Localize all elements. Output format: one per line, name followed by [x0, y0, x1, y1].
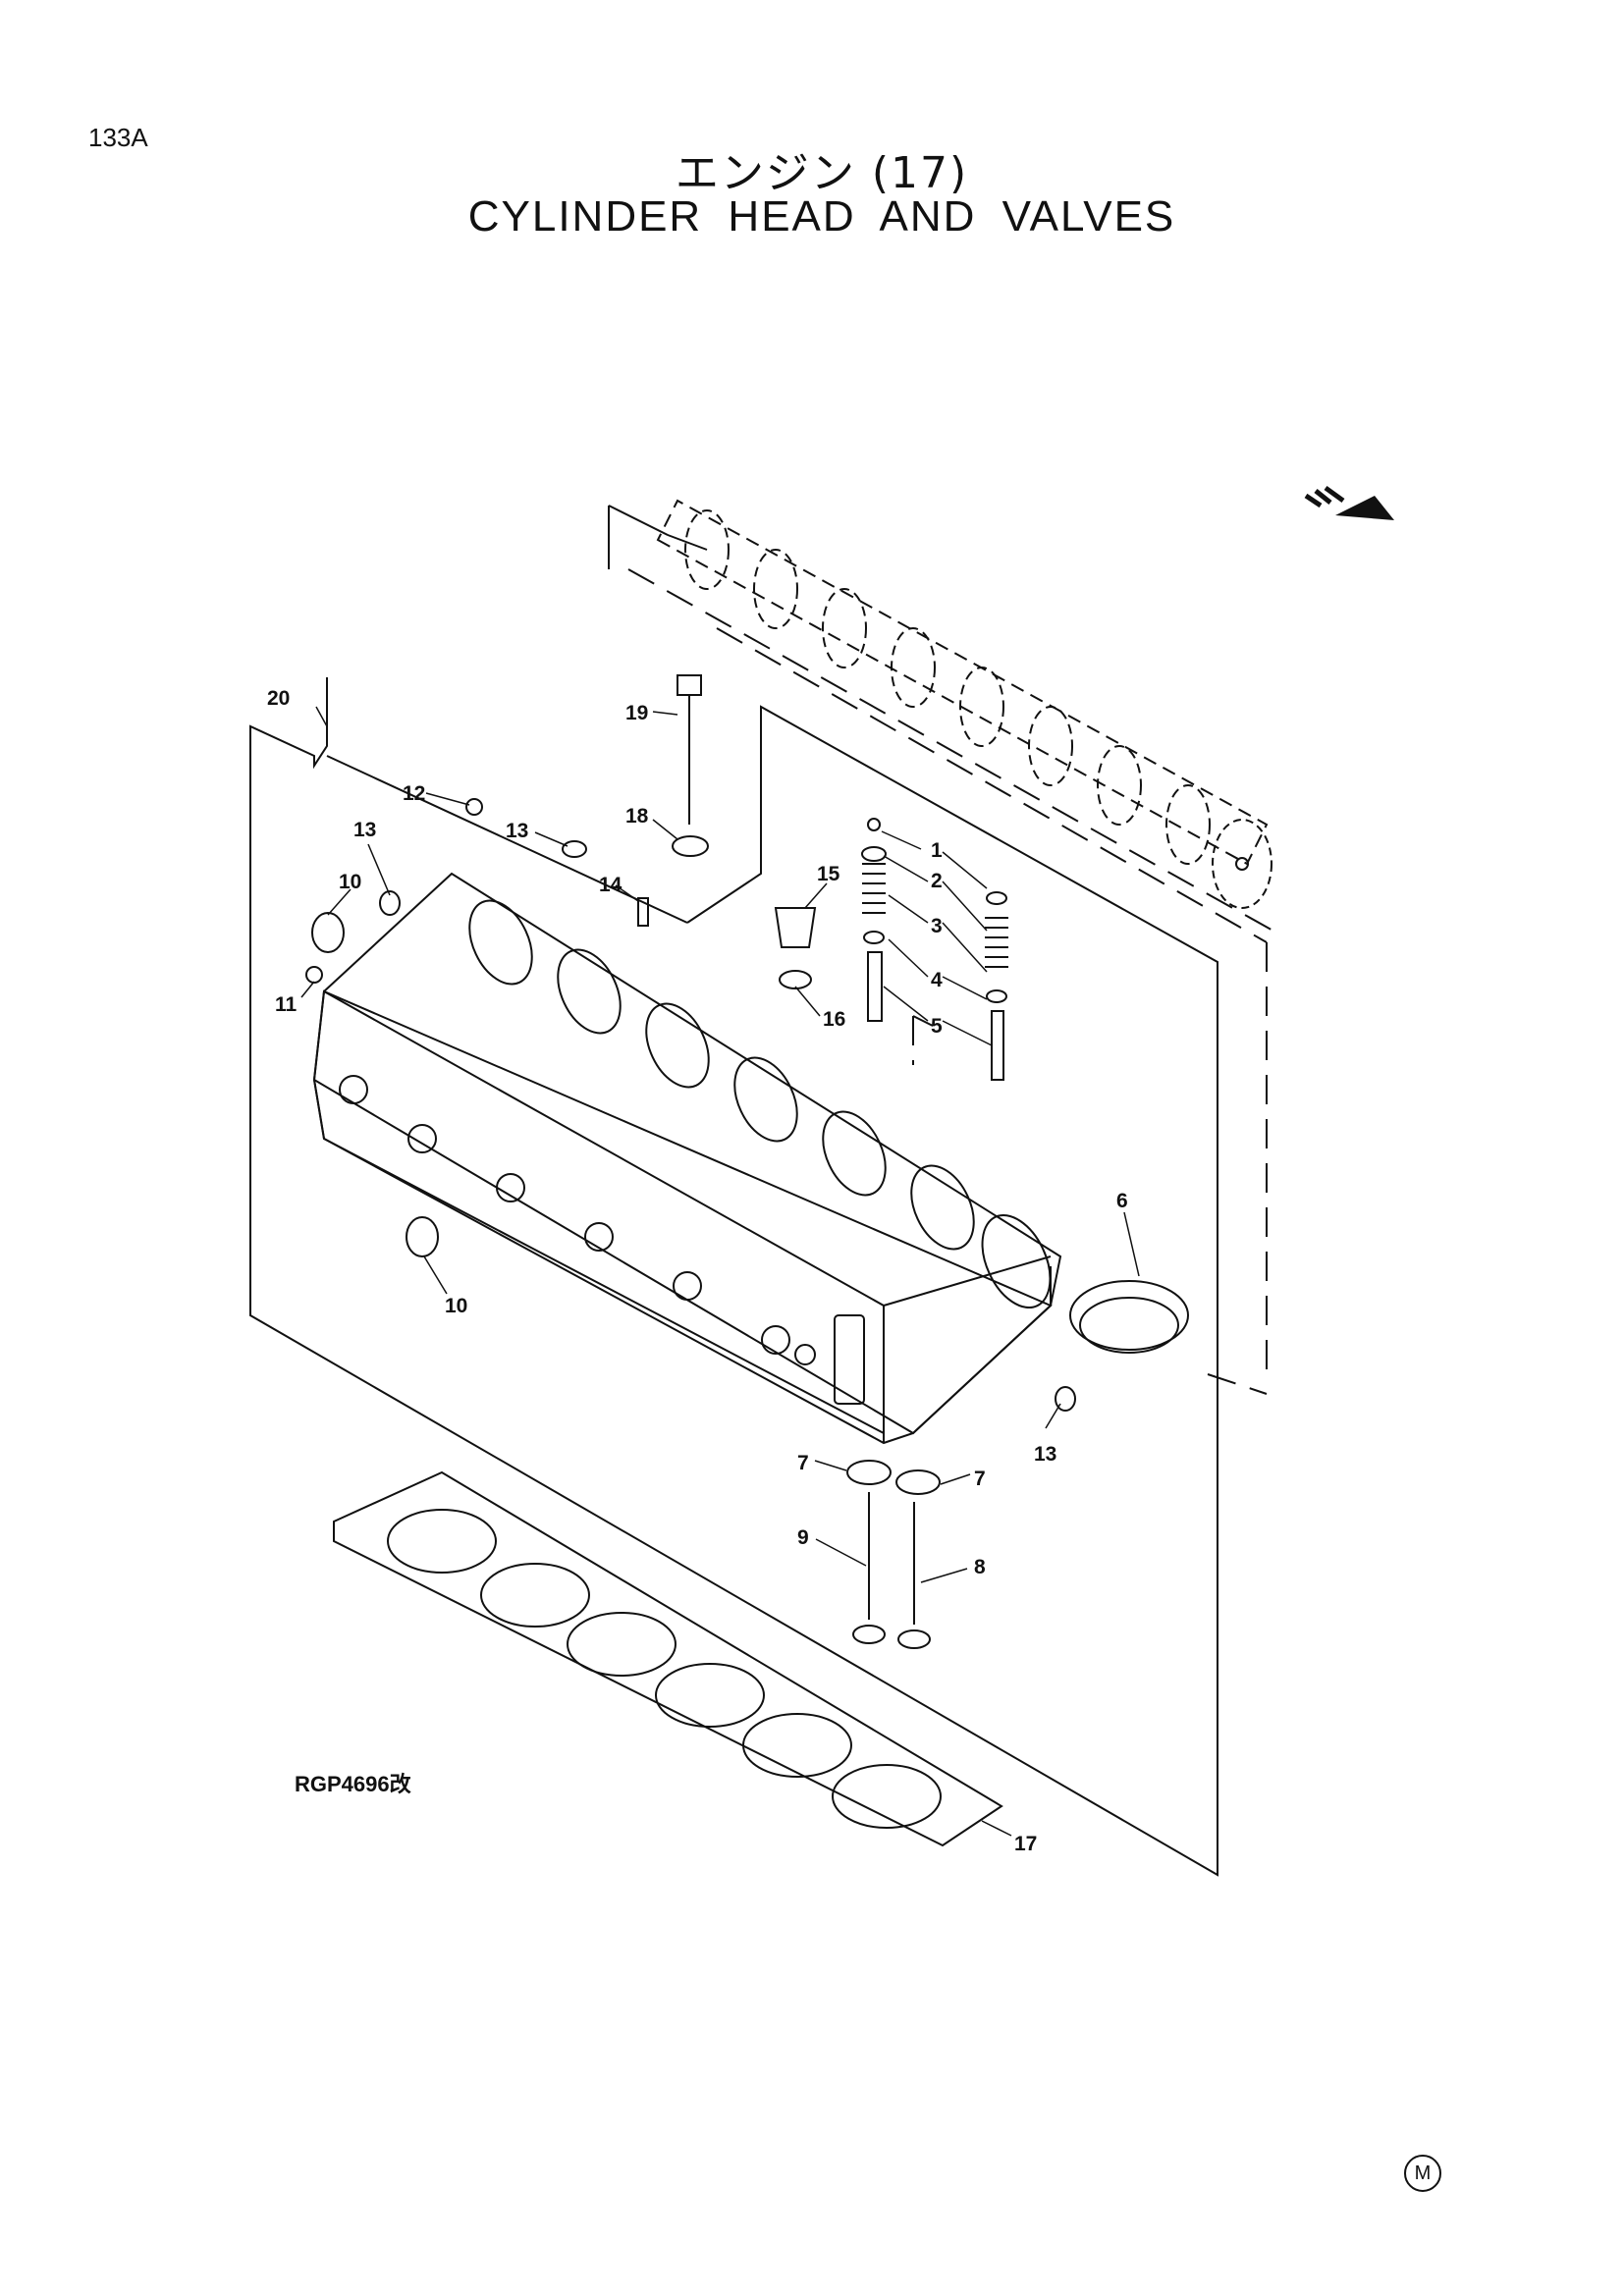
part-label-9: 9 [797, 1526, 809, 1549]
page-title: CYLINDER HEAD AND VALVES [467, 192, 1176, 240]
part-label-6: 6 [1116, 1190, 1128, 1212]
drawing-number: RGP4696改 [295, 1772, 411, 1796]
part-label-14: 14 [599, 874, 623, 896]
part-label-19: 19 [625, 702, 648, 724]
part-label-16: 16 [823, 1008, 845, 1031]
leader-lines [300, 706, 1140, 1837]
part-label-12: 12 [403, 782, 425, 805]
marking-symbol: M [1404, 2155, 1441, 2192]
guide-lines [627, 568, 1277, 1395]
page-code: 133A [88, 123, 148, 152]
part-label-18: 18 [625, 805, 649, 828]
part-label-13-a: 13 [353, 819, 376, 841]
part-label-7-a: 7 [797, 1452, 809, 1474]
title-japanese: エンジン (17) [675, 148, 969, 198]
part-label-10-b: 10 [445, 1295, 467, 1317]
part-label-5: 5 [931, 1015, 943, 1038]
part-label-8: 8 [974, 1556, 986, 1578]
part-label-4: 4 [931, 969, 943, 991]
part-label-10-a: 10 [339, 871, 361, 893]
valve-components [305, 674, 1189, 1649]
head-gasket [333, 1470, 1003, 1847]
part-label-3: 3 [931, 915, 943, 937]
cylinder-head-block [312, 872, 1062, 1445]
part-label-13-c: 13 [1034, 1443, 1056, 1466]
part-label-17: 17 [1014, 1833, 1037, 1855]
part-label-1: 1 [931, 839, 943, 862]
part-label-13-b: 13 [506, 820, 528, 842]
frame-outline [249, 677, 1218, 1877]
front-direction-arrow-icon [1304, 485, 1394, 520]
part-label-15: 15 [817, 863, 840, 885]
part-label-2: 2 [931, 870, 943, 892]
part-label-7-b: 7 [974, 1468, 986, 1490]
camshaft [608, 499, 1272, 909]
part-label-20: 20 [267, 687, 290, 710]
part-label-11: 11 [275, 993, 298, 1016]
frame-outline-inner [326, 755, 688, 924]
